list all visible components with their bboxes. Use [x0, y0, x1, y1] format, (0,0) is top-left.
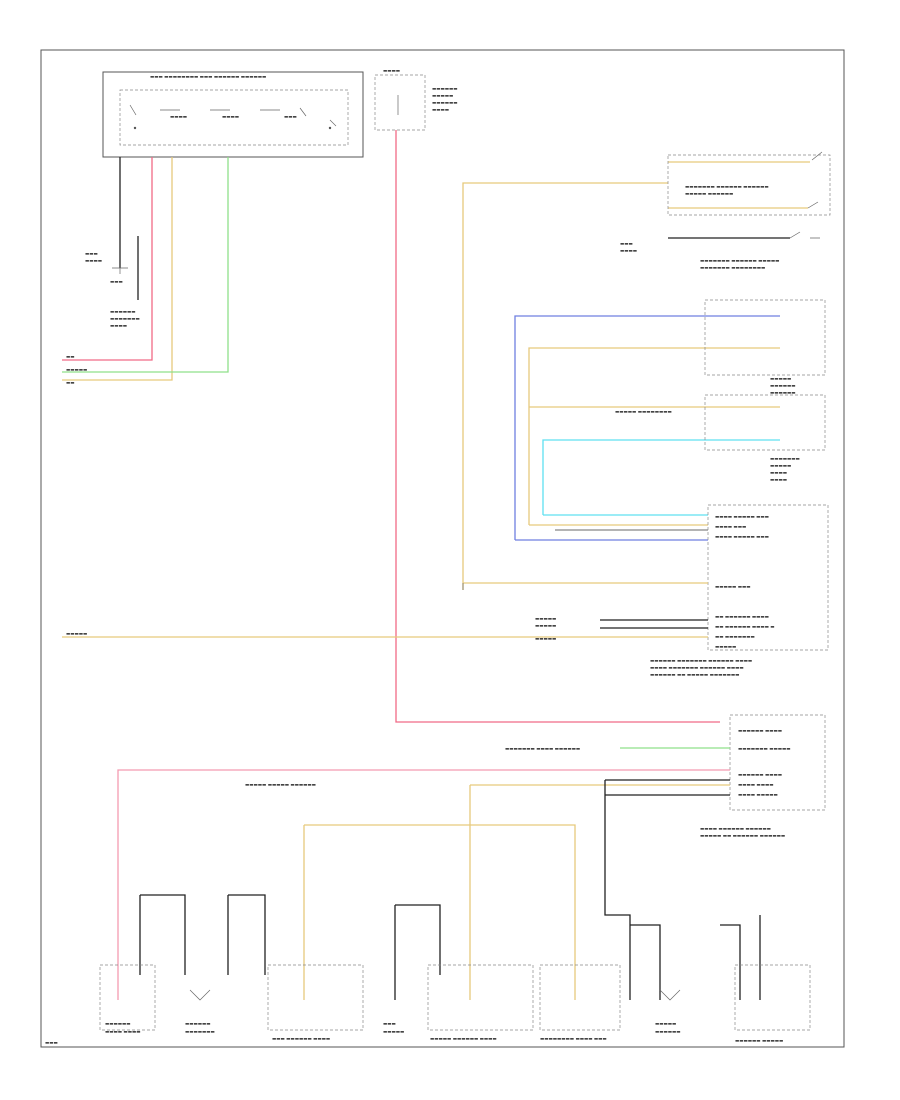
svg-text:▬▬▬▬: ▬▬▬▬ [85, 259, 102, 264]
svg-text:▬▬ ▬▬▬▬▬▬ ▬▬▬▬: ▬▬ ▬▬▬▬▬▬ ▬▬▬▬ [715, 615, 769, 620]
svg-text:▬▬▬: ▬▬▬ [85, 252, 98, 257]
fuse-block-top: ▬▬▬▬ ▬▬▬▬▬▬ ▬▬▬▬▬ ▬▬▬▬▬▬ ▬▬▬▬ [374, 69, 458, 131]
svg-text:▬▬▬▬▬▬ ▬▬▬▬: ▬▬▬▬▬▬ ▬▬▬▬ [738, 729, 782, 734]
svg-text:▬▬▬▬▬: ▬▬▬▬▬ [770, 377, 791, 382]
svg-text:▬▬▬▬ ▬▬▬▬: ▬▬▬▬ ▬▬▬▬ [105, 1030, 140, 1035]
svg-text:▬▬▬▬ ▬▬▬▬▬▬ ▬▬▬▬▬▬: ▬▬▬▬ ▬▬▬▬▬▬ ▬▬▬▬▬▬ [700, 827, 771, 832]
svg-text:▬▬▬▬▬▬▬ ▬▬▬▬▬▬ ▬▬▬▬▬▬: ▬▬▬▬▬▬▬ ▬▬▬▬▬▬ ▬▬▬▬▬▬ [685, 185, 769, 190]
svg-text:▬▬▬▬▬: ▬▬▬▬▬ [770, 464, 791, 469]
svg-text:▬▬▬▬▬▬▬▬ ▬▬▬▬ ▬▬▬: ▬▬▬▬▬▬▬▬ ▬▬▬▬ ▬▬▬ [540, 1037, 607, 1042]
svg-text:▬▬▬▬ ▬▬▬: ▬▬▬▬ ▬▬▬ [715, 525, 746, 530]
svg-text:▬▬▬▬: ▬▬▬▬ [620, 249, 637, 254]
svg-text:▬▬▬▬▬▬: ▬▬▬▬▬▬ [185, 1022, 211, 1027]
svg-text:▬▬ ▬▬▬▬▬▬▬: ▬▬ ▬▬▬▬▬▬▬ [715, 635, 755, 640]
svg-text:▬▬▬▬▬▬: ▬▬▬▬▬▬ [770, 391, 796, 396]
bottom-switch-blocks: ▬▬▬▬▬▬ ▬▬▬▬ ▬▬▬▬ ▬▬▬▬▬▬ ▬▬▬▬▬▬▬ ▬▬▬ ▬▬▬▬… [45, 894, 811, 1046]
svg-text:▬▬▬▬▬▬▬ ▬▬▬▬▬▬ ▬▬▬▬▬: ▬▬▬▬▬▬▬ ▬▬▬▬▬▬ ▬▬▬▬▬ [700, 259, 779, 264]
svg-text:▬▬▬▬ ▬▬▬▬▬ ▬▬▬: ▬▬▬▬ ▬▬▬▬▬ ▬▬▬ [715, 515, 769, 520]
svg-text:▬▬▬▬▬▬: ▬▬▬▬▬▬ [110, 310, 136, 315]
svg-text:▬▬▬: ▬▬▬ [110, 280, 123, 285]
switch-panel-wires: ▬▬▬ ▬▬▬▬ ▬▬▬ ▬▬▬▬▬▬ ▬▬▬▬▬▬▬ ▬▬▬▬ ▬▬ ▬▬▬▬… [62, 157, 229, 386]
svg-text:▬▬▬▬ ▬▬▬▬: ▬▬▬▬ ▬▬▬▬ [738, 783, 773, 788]
svg-text:▬▬▬▬▬ ▬▬▬▬▬ ▬▬▬▬▬▬: ▬▬▬▬▬ ▬▬▬▬▬ ▬▬▬▬▬▬ [245, 783, 316, 788]
svg-text:▬▬▬▬▬▬: ▬▬▬▬▬▬ [432, 101, 458, 106]
ecm-wires: ▬▬▬▬▬ ▬▬▬▬▬ ▬▬▬▬▬ ▬▬▬▬▬ [62, 582, 708, 642]
engine-control-module: ▬▬▬▬ ▬▬▬▬▬ ▬▬▬ ▬▬▬▬ ▬▬▬ ▬▬▬▬ ▬▬▬▬▬ ▬▬▬ ▬… [650, 504, 829, 678]
pressure-switch-upper: ▬▬▬▬▬▬▬ ▬▬▬▬▬▬ ▬▬▬▬▬▬ ▬▬▬▬▬ ▬▬▬▬▬▬ ▬▬▬ ▬… [462, 151, 831, 590]
switch-panel: ▬▬▬ ▬▬▬▬▬▬▬▬ ▬▬▬ ▬▬▬▬▬▬ ▬▬▬▬▬▬ ▬▬▬▬ ▬▬▬▬… [102, 71, 364, 158]
svg-text:▬▬▬: ▬▬▬ [284, 115, 297, 120]
svg-text:▬▬▬▬ ▬▬▬▬▬▬▬ ▬▬▬▬▬▬ ▬▬▬▬: ▬▬▬▬ ▬▬▬▬▬▬▬ ▬▬▬▬▬▬ ▬▬▬▬ [650, 666, 744, 671]
svg-text:▬▬▬▬: ▬▬▬▬ [770, 478, 787, 483]
svg-text:▬▬▬▬▬▬▬ ▬▬▬▬▬▬▬▬: ▬▬▬▬▬▬▬ ▬▬▬▬▬▬▬▬ [700, 266, 765, 271]
svg-text:▬▬▬▬▬▬ ▬▬▬▬▬▬▬ ▬▬▬▬▬▬ ▬▬▬▬: ▬▬▬▬▬▬ ▬▬▬▬▬▬▬ ▬▬▬▬▬▬ ▬▬▬▬ [650, 659, 752, 664]
svg-text:▬▬▬▬: ▬▬▬▬ [432, 108, 449, 113]
svg-text:▬▬▬▬: ▬▬▬▬ [383, 69, 400, 74]
svg-text:▬▬▬: ▬▬▬ [383, 1022, 396, 1027]
svg-text:▬▬▬ ▬▬▬▬▬▬▬▬ ▬▬▬ ▬▬▬▬▬▬ ▬▬▬▬▬▬: ▬▬▬ ▬▬▬▬▬▬▬▬ ▬▬▬ ▬▬▬▬▬▬ ▬▬▬▬▬▬ [150, 75, 266, 80]
svg-text:▬▬▬▬▬: ▬▬▬▬▬ [383, 1030, 404, 1035]
svg-text:▬▬▬▬ ▬▬▬▬▬: ▬▬▬▬ ▬▬▬▬▬ [738, 793, 778, 798]
svg-text:▬▬▬▬▬: ▬▬▬▬▬ [432, 94, 453, 99]
svg-text:▬▬▬▬▬ ▬▬▬▬▬▬ ▬▬▬▬: ▬▬▬▬▬ ▬▬▬▬▬▬ ▬▬▬▬ [430, 1037, 497, 1042]
svg-text:▬▬▬▬▬▬ ▬▬▬▬▬: ▬▬▬▬▬▬ ▬▬▬▬▬ [735, 1039, 783, 1044]
svg-text:▬▬: ▬▬ [66, 355, 75, 360]
red-main-wire [395, 130, 720, 723]
body-control-module: ▬▬▬▬▬▬ ▬▬▬▬ ▬▬▬▬▬▬▬ ▬▬▬▬▬ ▬▬▬▬▬▬ ▬▬▬▬ ▬▬… [505, 714, 826, 839]
svg-text:▬▬▬▬▬▬▬: ▬▬▬▬▬▬▬ [770, 457, 800, 462]
svg-text:▬▬▬: ▬▬▬ [45, 1041, 58, 1046]
svg-text:▬▬▬▬▬▬▬ ▬▬▬▬▬: ▬▬▬▬▬▬▬ ▬▬▬▬▬ [738, 747, 790, 752]
svg-text:▬▬▬▬: ▬▬▬▬ [222, 115, 239, 120]
svg-text:▬▬▬▬▬▬: ▬▬▬▬▬▬ [770, 384, 796, 389]
svg-text:▬▬▬▬▬▬ ▬▬▬▬: ▬▬▬▬▬▬ ▬▬▬▬ [738, 773, 782, 778]
svg-text:▬▬▬▬▬▬▬ ▬▬▬▬ ▬▬▬▬▬▬: ▬▬▬▬▬▬▬ ▬▬▬▬ ▬▬▬▬▬▬ [505, 747, 580, 752]
svg-text:▬▬▬▬: ▬▬▬▬ [170, 115, 187, 120]
svg-text:▬▬ ▬▬▬▬▬▬ ▬▬▬▬ ▬: ▬▬ ▬▬▬▬▬▬ ▬▬▬▬ ▬ [715, 625, 775, 630]
svg-text:▬▬▬▬▬: ▬▬▬▬▬ [66, 368, 87, 373]
svg-text:▬▬▬▬▬ ▬▬▬▬▬▬▬▬: ▬▬▬▬▬ ▬▬▬▬▬▬▬▬ [615, 410, 672, 415]
door-wires: ▬▬▬▬▬ ▬▬▬▬▬ ▬▬▬▬▬▬ [117, 769, 761, 1000]
svg-text:▬▬▬▬▬▬: ▬▬▬▬▬▬ [432, 87, 458, 92]
fuel-sensor-wires: ▬▬▬▬▬ ▬▬▬▬▬▬ ▬▬▬▬▬▬ ▬▬▬▬▬▬▬ ▬▬▬▬▬ ▬▬▬▬ ▬… [514, 299, 826, 541]
svg-text:▬▬▬▬▬▬▬: ▬▬▬▬▬▬▬ [185, 1030, 215, 1035]
svg-text:▬▬▬▬: ▬▬▬▬ [770, 471, 787, 476]
diagram-frame [40, 49, 845, 1048]
svg-text:▬▬▬ ▬▬▬▬▬▬ ▬▬▬▬: ▬▬▬ ▬▬▬▬▬▬ ▬▬▬▬ [272, 1037, 330, 1042]
svg-text:▬▬▬: ▬▬▬ [620, 242, 633, 247]
svg-text:▬▬▬▬▬: ▬▬▬▬▬ [535, 637, 556, 642]
svg-text:▬▬▬▬▬▬▬: ▬▬▬▬▬▬▬ [110, 317, 140, 322]
svg-text:▬▬▬▬▬: ▬▬▬▬▬ [535, 617, 556, 622]
svg-text:▬▬▬▬▬: ▬▬▬▬▬ [535, 624, 556, 629]
svg-text:▬▬▬▬▬▬: ▬▬▬▬▬▬ [655, 1030, 681, 1035]
svg-text:▬▬▬▬▬▬: ▬▬▬▬▬▬ [105, 1022, 131, 1027]
svg-text:▬▬▬▬▬ ▬▬ ▬▬▬▬▬▬ ▬▬▬▬▬▬: ▬▬▬▬▬ ▬▬ ▬▬▬▬▬▬ ▬▬▬▬▬▬ [700, 834, 785, 839]
svg-text:▬▬▬▬: ▬▬▬▬ [110, 324, 127, 329]
svg-text:▬▬▬▬▬: ▬▬▬▬▬ [655, 1022, 676, 1027]
svg-text:▬▬▬▬▬ ▬▬▬▬▬▬: ▬▬▬▬▬ ▬▬▬▬▬▬ [685, 192, 733, 197]
svg-text:▬▬▬▬▬▬ ▬▬ ▬▬▬▬▬ ▬▬▬▬▬▬▬: ▬▬▬▬▬▬ ▬▬ ▬▬▬▬▬ ▬▬▬▬▬▬▬ [650, 673, 739, 678]
svg-text:▬▬: ▬▬ [66, 381, 75, 386]
svg-text:▬▬▬▬▬: ▬▬▬▬▬ [66, 632, 87, 637]
svg-text:▬▬▬▬▬: ▬▬▬▬▬ [715, 645, 736, 650]
svg-text:▬▬▬▬ ▬▬▬▬▬ ▬▬▬: ▬▬▬▬ ▬▬▬▬▬ ▬▬▬ [715, 535, 769, 540]
svg-text:▬▬▬▬▬ ▬▬▬: ▬▬▬▬▬ ▬▬▬ [715, 585, 750, 590]
